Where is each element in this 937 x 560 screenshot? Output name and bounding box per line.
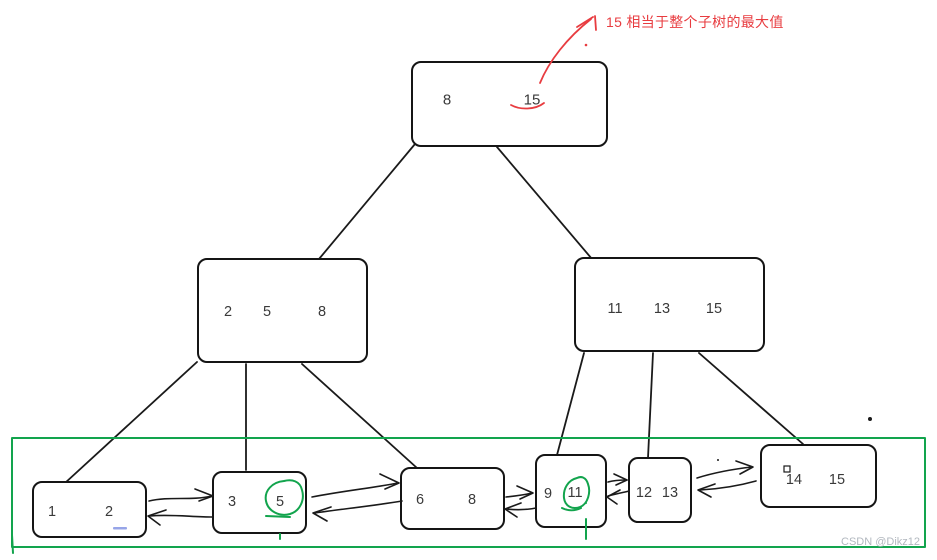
link-arrow-right-5 [696, 466, 753, 479]
node-value: 14 [785, 472, 803, 488]
link-arrowhead-left-5 [697, 483, 716, 498]
node-value: 6 [415, 492, 425, 508]
link-arrowhead-left-4 [606, 489, 621, 505]
link-arrow-left-5 [699, 480, 757, 491]
ink-dot [717, 459, 719, 461]
node-value: 15 [705, 301, 723, 317]
link-arrow-right-2 [311, 482, 399, 498]
red-arrowhead-tick [594, 15, 597, 31]
node-value: 15 [828, 472, 846, 488]
link-arrow-left-3 [505, 507, 537, 511]
link-arrowhead-left-2 [312, 506, 332, 522]
link-arrowhead-right-1 [194, 488, 214, 502]
leaf-node-3-5: 3 5 [212, 471, 307, 534]
node-value: 1 [47, 504, 57, 520]
node-value: 8 [317, 304, 327, 320]
leaf-node-1-2: 1 2 [32, 481, 147, 538]
red-arrowhead [576, 16, 594, 28]
edge-internal-right-to-leaf-14-15 [698, 352, 804, 445]
node-value: 2 [223, 304, 233, 320]
link-arrow-right-3 [505, 492, 533, 498]
watermark: CSDN @Dikz12 [841, 536, 921, 548]
link-arrowhead-right-4 [613, 473, 628, 486]
link-arrow-left-2 [314, 500, 403, 514]
tree-node-root: 8 15 [411, 61, 608, 147]
node-value: 15 [523, 91, 541, 109]
node-value: 5 [262, 304, 272, 320]
edge-internal-left-to-leaf-6-8 [301, 363, 418, 469]
node-value: 12 [635, 485, 653, 501]
tree-node-internal-left: 2 5 8 [197, 258, 368, 363]
node-value: 2 [104, 504, 114, 520]
ink-dot [868, 417, 872, 421]
node-value: 8 [467, 492, 477, 508]
node-value: 11 [607, 301, 623, 317]
green-overshoot-stroke [11, 534, 14, 554]
link-arrowhead-right-5 [735, 460, 754, 475]
node-value: 5 [275, 494, 285, 510]
node-value: 13 [661, 485, 679, 501]
edge-internal-left-to-leaf-1-2 [64, 361, 198, 484]
edge-root-to-internal-right [496, 146, 593, 260]
link-arrow-left-4 [607, 490, 630, 497]
link-arrowhead-right-3 [516, 485, 534, 500]
leaf-node-9-11: 9 11 [535, 454, 607, 528]
link-arrowhead-left-3 [504, 502, 522, 518]
node-value: 8 [442, 91, 452, 109]
leaf-node-6-8: 6 8 [400, 467, 505, 530]
link-arrow-right-1 [148, 495, 213, 502]
link-arrowhead-left-1 [147, 509, 167, 526]
leaf-node-14-15: 14 15 [760, 444, 877, 508]
edge-internal-right-to-leaf-9-11 [556, 352, 585, 456]
link-arrowhead-right-2 [379, 473, 400, 490]
red-dot [584, 43, 588, 47]
link-arrow-left-1 [148, 514, 214, 518]
node-value: 3 [227, 494, 237, 510]
annotation-note: 15 相当于整个子树的最大值 [606, 14, 784, 30]
leaf-node-12-13: 12 13 [628, 457, 692, 523]
link-arrow-right-4 [607, 479, 628, 483]
node-value: 11 [567, 485, 583, 501]
node-value: 9 [543, 486, 553, 502]
edge-internal-right-to-leaf-12-13 [647, 352, 654, 459]
tree-node-internal-right: 11 13 15 [574, 257, 765, 352]
edge-root-to-internal-left [318, 143, 416, 260]
node-value: 13 [653, 301, 671, 317]
